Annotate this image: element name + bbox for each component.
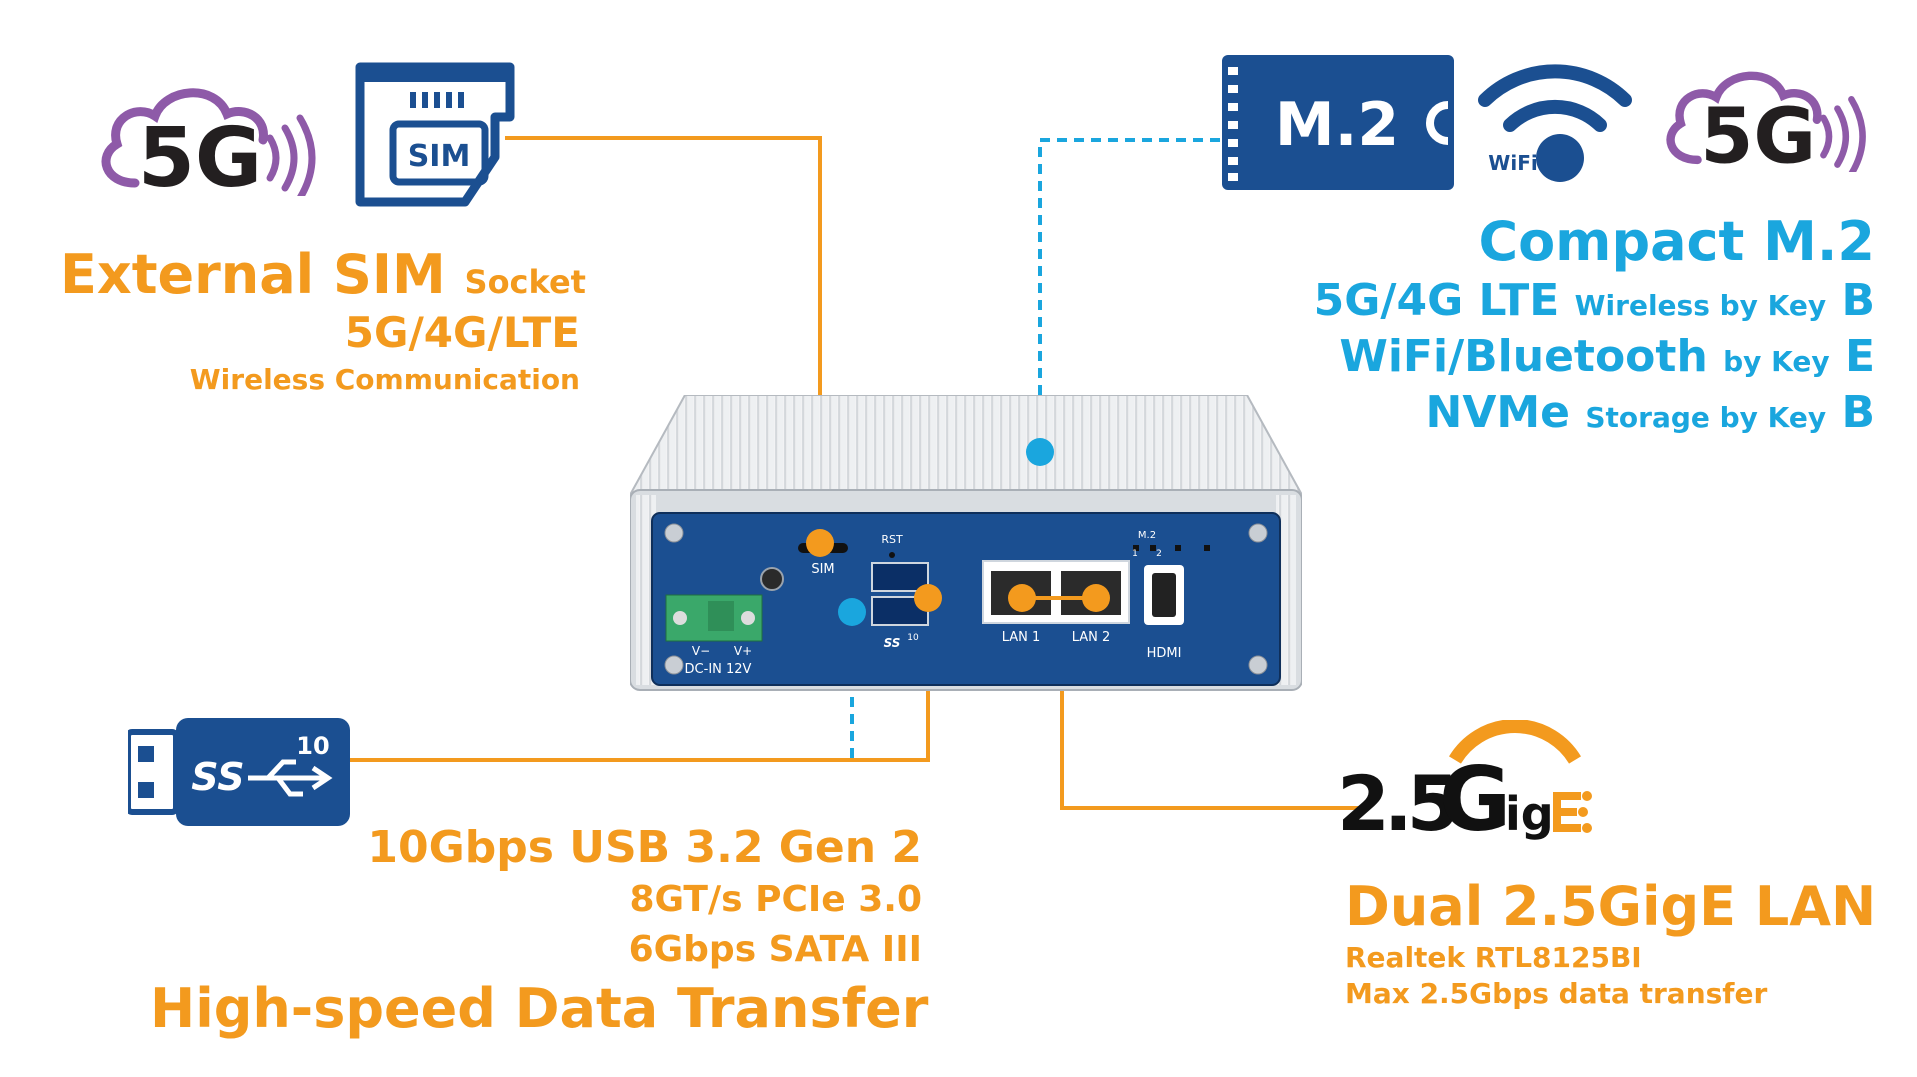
m2-connector-line (1038, 138, 1220, 452)
usb-ss10-icon: SS 10 (128, 718, 350, 826)
svg-text:SIM: SIM (408, 139, 471, 174)
usb-feature-block: 10Gbps USB 3.2 Gen 2 8GT/s PCIe 3.0 6Gbp… (150, 822, 929, 1040)
svg-text:2.5: 2.5 (1337, 759, 1455, 840)
usb-line3: 6Gbps SATA III (628, 929, 922, 970)
device-vminus-label: V− (692, 644, 710, 658)
sim-dot (806, 529, 834, 557)
m2-line3: NVMe Storage by Key B (1425, 387, 1875, 438)
5g-cloud-icon-right: 5G (1666, 71, 1866, 172)
m2-dot (1026, 438, 1054, 466)
usb-line2: 8GT/s PCIe 3.0 (629, 879, 922, 920)
sim-card-icon: SIM (355, 62, 515, 207)
sim-line2: 5G/4G/LTE (344, 308, 580, 357)
svg-text:5G: 5G (138, 111, 262, 196)
device-m2-label: M.2 (1138, 530, 1156, 541)
m2-module-icon: M.2 (1222, 55, 1454, 190)
svg-text:G: G (1439, 748, 1511, 840)
device-usb-sup: 10 (907, 633, 919, 643)
device-lan1-label: LAN 1 (1002, 630, 1041, 645)
device-vplus-label: V+ (734, 644, 752, 658)
m2-line1: 5G/4G LTE Wireless by Key B (1313, 275, 1875, 326)
device-rst-label: RST (881, 533, 903, 546)
internal-dot (838, 598, 866, 626)
svg-text:5G: 5G (1700, 93, 1816, 172)
svg-text:WiFi: WiFi (1488, 151, 1537, 175)
lan-title: Dual 2.5GigE LAN (1345, 875, 1877, 938)
usb-line1: 10Gbps USB 3.2 Gen 2 (367, 822, 922, 873)
device-power-label: DC-IN 12V (685, 662, 752, 677)
svg-text:10: 10 (296, 732, 329, 760)
usb-dot (914, 584, 942, 612)
device-sim-label: SIM (811, 562, 834, 577)
device-usb-label: SS (884, 636, 901, 650)
m2-feature-block: Compact M.2 5G/4G LTE Wireless by Key B … (1150, 215, 1875, 435)
25gige-logo-icon: 2.5 G ig (1337, 720, 1592, 840)
m2-title: Compact M.2 (1478, 210, 1875, 273)
device-lan2-label: LAN 2 (1072, 630, 1111, 645)
mini-pc-device: SIM RST M.2 1 2 V− V+ DC-IN 12V SS 10 LA… (630, 395, 1302, 691)
sim-feature-block: External SIM Socket 5G/4G/LTE Wireless C… (60, 243, 586, 396)
lan-line3: Max 2.5Gbps data transfer (1345, 977, 1768, 1010)
m2-line2: WiFi/Bluetooth by Key E (1339, 331, 1875, 382)
5g-cloud-icon: 5G (101, 88, 316, 196)
device-hdmi-label: HDMI (1147, 646, 1182, 661)
lan-line2: Realtek RTL8125BI (1345, 941, 1642, 974)
usb-line4: High-speed Data Transfer (150, 977, 929, 1040)
device-m2-slot2: 2 (1156, 549, 1162, 559)
wifi-icon: WiFi (1478, 64, 1632, 182)
svg-text:M.2: M.2 (1275, 90, 1399, 160)
device-m2-slot1: 1 (1132, 549, 1138, 559)
sim-title: External SIM Socket (60, 243, 586, 306)
svg-text:SS: SS (191, 755, 244, 799)
lan-feature-block: Dual 2.5GigE LAN Realtek RTL8125BI Max 2… (1345, 880, 1905, 1008)
sim-line3: Wireless Communication (189, 363, 580, 396)
svg-text:ig: ig (1505, 787, 1554, 840)
